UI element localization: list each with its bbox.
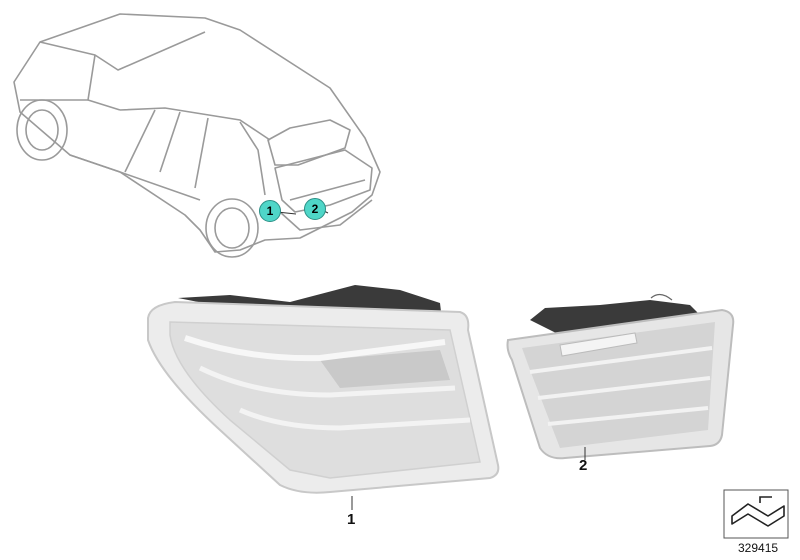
outer-tail-light[interactable] bbox=[147, 285, 500, 494]
part-2-number: 2 bbox=[579, 457, 588, 474]
callout-1[interactable]: 1 bbox=[259, 200, 281, 222]
callout-1-label: 1 bbox=[266, 204, 274, 218]
callout-2-label: 2 bbox=[311, 202, 319, 216]
car-outline bbox=[13, 13, 381, 258]
reference-number: 329415 bbox=[738, 541, 779, 555]
part-1-number: 1 bbox=[347, 511, 356, 528]
callout-2[interactable]: 2 bbox=[304, 198, 326, 220]
inner-tail-light[interactable] bbox=[506, 293, 735, 460]
reference-icon bbox=[723, 489, 789, 539]
